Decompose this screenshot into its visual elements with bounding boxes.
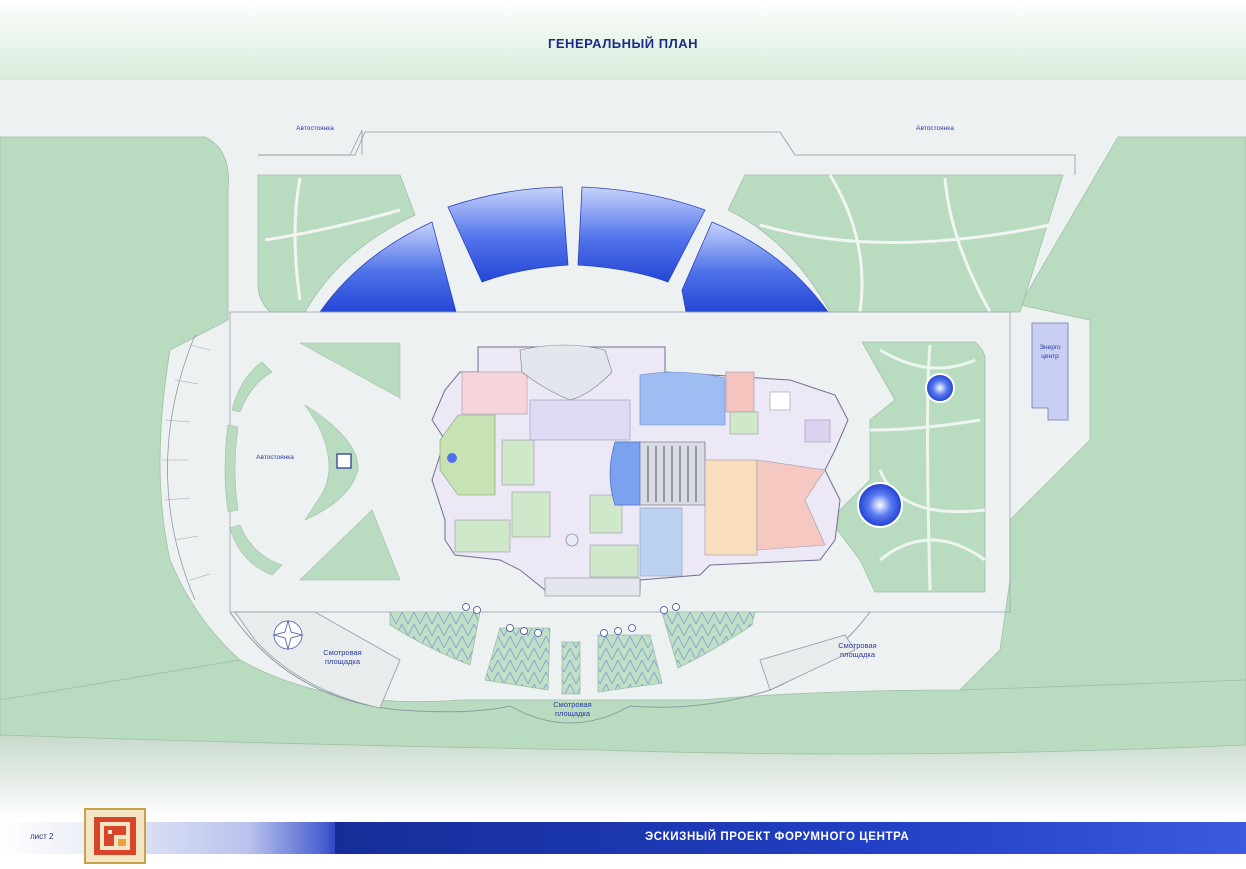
lawn-triangle-w-bot xyxy=(299,509,401,581)
garden-bed-s5 xyxy=(661,611,756,669)
entrance-canopy-north xyxy=(519,344,613,401)
garden-bed-s2 xyxy=(484,627,551,691)
label-parking-west: Автостоянка xyxy=(256,454,294,461)
water-basin-1 xyxy=(319,221,457,313)
room-pink-ne xyxy=(725,371,755,413)
entrance-canopy-south xyxy=(544,577,641,597)
pool-east-large xyxy=(857,482,903,528)
pool-east-small xyxy=(925,373,955,403)
auditorium-rows xyxy=(647,446,697,502)
forum-building xyxy=(431,344,849,597)
room-green-w xyxy=(501,439,535,486)
label-viewpoint-center-2: площадка xyxy=(554,709,591,718)
label-parking-north-right: Автостоянка xyxy=(916,125,954,132)
room-salmon-east xyxy=(756,459,826,551)
lawn-arc-west xyxy=(304,404,359,521)
atrium-water xyxy=(639,371,726,426)
sheet-title: ГЕНЕРАЛЬНЫЙ ПЛАН xyxy=(548,36,698,51)
garden-bed-s4 xyxy=(597,634,663,693)
room-green-sw xyxy=(511,491,551,538)
room-lilac-central xyxy=(529,399,631,441)
room-green-s xyxy=(454,519,511,553)
compass-rose-star xyxy=(272,619,304,651)
garden-bed-s1 xyxy=(389,611,481,666)
footer-caption: ЭСКИЗНЫЙ ПРОЕКТ ФОРУМНОГО ЦЕНТРА xyxy=(645,831,910,843)
room-green-ne xyxy=(729,411,759,435)
lawn-triangle-w-top xyxy=(299,342,401,399)
path-nw-2 xyxy=(264,208,401,242)
west-drive-ticks xyxy=(162,344,211,581)
label-viewpoint-left-2: площадка xyxy=(324,657,361,666)
footer-dark-band xyxy=(335,822,1246,854)
garden-bed-s3 xyxy=(561,641,581,695)
sheet-number: лист 2 xyxy=(30,832,54,841)
room-pink-nw xyxy=(461,371,528,415)
water-basin-2 xyxy=(447,186,569,283)
garden-paths-east xyxy=(869,344,986,591)
label-energy-center-1: Энерго xyxy=(1039,344,1061,351)
kiosk-west xyxy=(336,453,352,469)
lobby-fountain xyxy=(565,533,579,547)
room-blue-northeast xyxy=(769,391,791,411)
garden-east xyxy=(829,341,986,593)
room-lilac-east xyxy=(804,419,831,443)
lawn-parking-west-3 xyxy=(229,524,283,576)
label-energy-center-2: центр xyxy=(1041,353,1059,360)
lawn-south xyxy=(0,659,1246,755)
room-orange-east xyxy=(704,459,758,556)
company-logo xyxy=(84,808,146,864)
energy-center-building xyxy=(1031,322,1069,421)
lawn-parking-west-1 xyxy=(231,361,273,413)
water-basin-3 xyxy=(577,186,706,283)
south-trees xyxy=(462,603,680,637)
compass-rose xyxy=(273,620,303,650)
label-viewpoint-left-1: Смотровая xyxy=(323,648,362,657)
room-green-south xyxy=(589,544,639,578)
lawn-west xyxy=(0,136,241,701)
auditorium-stage xyxy=(609,441,641,506)
winter-garden xyxy=(439,414,496,496)
label-viewpoint-center-1: Смотровая xyxy=(553,700,592,709)
lawn-parking-west-2 xyxy=(224,424,239,513)
label-parking-north-left: Автостоянка xyxy=(296,125,334,132)
room-blue-south xyxy=(639,507,683,577)
west-drive-outer xyxy=(167,334,196,601)
label-viewpoint-right-2: площадка xyxy=(839,650,876,659)
parking-strip-north xyxy=(258,131,1076,175)
winter-garden-fountain xyxy=(447,453,457,463)
path-ne-2 xyxy=(759,223,1051,244)
viewpoint-right-platform xyxy=(759,634,856,691)
logo-mark-icon xyxy=(94,817,136,855)
path-ne-3 xyxy=(943,177,992,313)
label-viewpoint-right-1: Смотровая xyxy=(838,641,877,650)
